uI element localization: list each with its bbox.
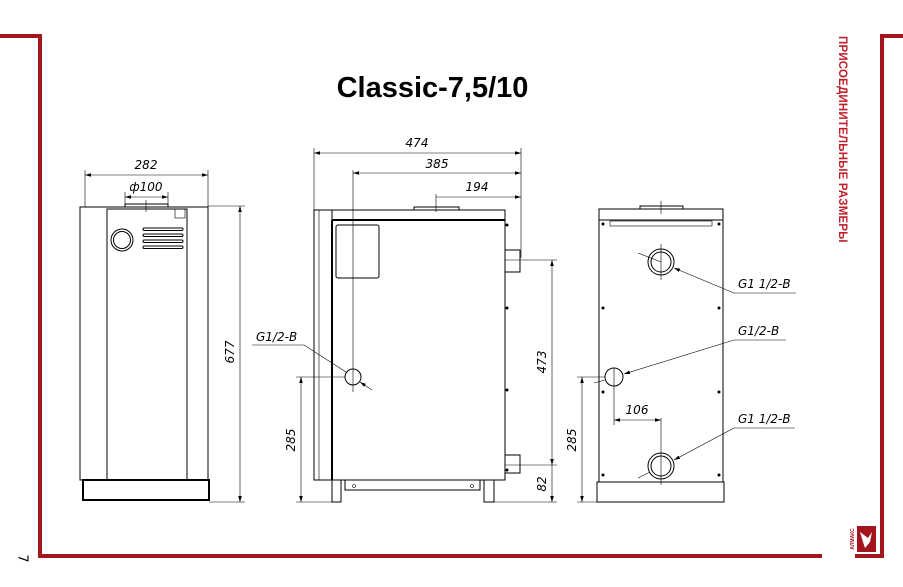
front-view: 282 ф100 677 [79, 158, 245, 503]
frame-left-vertical [38, 34, 42, 558]
upper-pipe-label: G1 1/2-B [738, 277, 791, 291]
dim-depth: 474 [406, 136, 429, 150]
side-view: 474 385 194 G1/2-B 285 473 82 [252, 136, 557, 503]
middle-pipe-label: G1/2-B [738, 324, 779, 338]
dim-flue: ф100 [129, 180, 163, 194]
dim-rear-inlet-height: 285 [565, 429, 579, 452]
dim-height: 677 [223, 340, 237, 363]
page-title: Classic-7,5/10 [336, 72, 529, 104]
frame-right-top [880, 34, 903, 38]
dim-pipe-spacing: 473 [535, 351, 549, 374]
dim-offset: 106 [626, 403, 649, 417]
dim-inlet-height: 285 [284, 429, 298, 452]
brand-logo: АЛМАКС [850, 526, 876, 552]
inlet-label: G1/2-B [256, 330, 297, 344]
frame-right-vertical [880, 34, 884, 558]
dim-pipe-offset: 194 [466, 180, 489, 194]
frame-bottom [38, 554, 822, 558]
dim-flue-offset: 385 [426, 157, 449, 171]
lower-pipe-label: G1 1/2-B [738, 412, 791, 426]
rear-view: G1 1/2-B G1/2-B G1 1/2-B 106 285 [565, 201, 796, 503]
section-label: ПРИСОЕДИНИТЕЛЬНЫЕ РАЗМЕРЫ [836, 36, 848, 243]
frame-left-top [0, 34, 42, 38]
svg-text:АЛМАКС: АЛМАКС [850, 528, 856, 550]
dim-width: 282 [135, 158, 158, 172]
dim-lower-pipe-height: 82 [535, 476, 549, 491]
frame-right-bottom [855, 554, 884, 558]
